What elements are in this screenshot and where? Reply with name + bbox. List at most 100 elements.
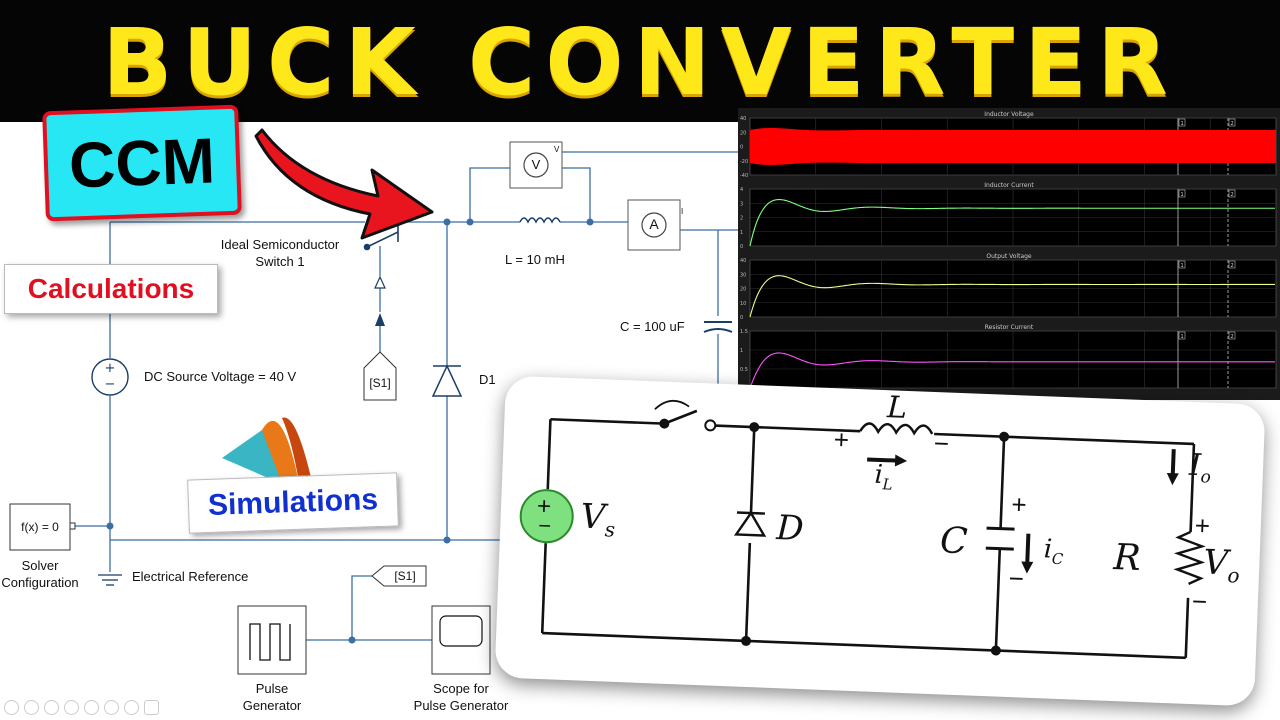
gate-arrow-icon [374,275,386,289]
scope-tick-label: 1 [740,348,743,354]
vo-label: Vo [1203,542,1241,587]
voltmeter-icon [523,152,549,178]
scope-tick-label: 40 [740,258,746,264]
pulse-generator-block[interactable] [237,605,307,675]
scope-screen-icon [439,615,483,647]
inductor-plus: + [833,424,850,455]
scope-tick-label: 3 [740,201,743,207]
reference-label: Electrical Reference [132,569,249,584]
ammeter-port: I [681,207,684,216]
title-banner [0,0,1280,122]
pulse-wave-icon [249,623,291,661]
ccm-badge: CCM [42,104,242,222]
vs-symbol: V [579,496,607,538]
solver-label-line2: Configuration [1,575,79,590]
scope-tick-label: -40 [740,173,748,179]
scope-label-line1: Scope for [433,681,489,696]
scope-cursor-label: 1 [1181,192,1184,198]
scope-tick-label: 0 [740,145,743,151]
scope-cursor-label: 2 [1231,334,1234,340]
switch-label-line2: Switch 1 [255,254,305,269]
scope-tick-label: 4 [740,187,743,193]
voltmeter-symbol: V [531,157,541,172]
ammeter-symbol: A [649,216,659,232]
scope-cursor-label: 1 [1181,334,1184,340]
scope-tick-label: 20 [740,130,746,136]
scope-plot-title: Inductor Current [984,182,1034,189]
switch-label: Ideal Semiconductor Switch 1 [210,236,350,270]
switch-symbol[interactable] [363,222,399,251]
pointer-icon[interactable] [124,700,139,715]
scope-cursor-label: 2 [1231,192,1234,198]
ammeter-icon [641,212,667,238]
svg-text:+: + [105,361,116,376]
ammeter-block[interactable] [627,199,681,251]
diode-label: D1 [479,372,496,387]
diode-symbol[interactable] [431,364,463,397]
scope-waveform [749,352,1275,389]
ic-label: iC [1043,534,1064,568]
scope-cursor-label: 1 [1181,263,1184,269]
io-label: Io [1188,448,1212,488]
vo-subscript: o [1227,563,1241,588]
zoom-icon[interactable] [84,700,99,715]
scope-waveform [749,275,1275,318]
presentation-toolbar [0,700,180,718]
solver-block[interactable] [9,503,71,551]
inductor-l-label: L [886,390,908,426]
inductor-symbol[interactable] [519,217,561,224]
matlab-logo-icon [222,417,312,488]
scope-tick-label: 40 [740,116,746,122]
buck-circuit-card: + − Vs D L + − iL C + − iC R Io + Vo − [494,375,1266,707]
ground-icon [98,574,122,586]
goto-block[interactable] [371,565,427,587]
scope-tick-label: 0.5 [740,367,748,373]
goto-tag: [S1] [394,569,416,583]
capacitor-symbol[interactable] [703,321,733,333]
vo-plus: + [1194,510,1211,541]
from-tag: [S1] [369,376,391,390]
vs-minus: − [537,512,552,539]
pen-icon[interactable] [44,700,59,715]
subtitles-icon[interactable] [104,700,119,715]
prev-slide-icon[interactable] [4,700,19,715]
from-block[interactable] [363,351,397,401]
il-subscript: L [882,475,893,494]
scope-tick-label: -20 [740,159,748,165]
scope-plot-title: Inductor Voltage [984,111,1034,118]
inductor-label: L = 10 mH [505,252,565,267]
camera-icon[interactable] [144,700,159,715]
solver-label-line1: Solver [21,558,59,573]
scope-label: Scope for Pulse Generator [406,680,516,714]
buck-circuit-diagram [519,400,1206,660]
dc-source-symbol[interactable] [91,358,129,396]
vs-source-icon [519,489,574,544]
scope-tick-label: 1 [740,230,743,236]
simulations-badge: Simulations [187,472,399,534]
pulse-label: Pulse Generator [232,680,312,714]
pulse-label-line1: Pulse [255,681,289,696]
red-arrow-icon [254,128,434,240]
main-title: BUCK CONVERTER [102,9,1178,116]
scope-plot-title: Resistor Current [985,324,1034,331]
diode-d-label: D [775,508,805,550]
scope-tick-label: 20 [740,287,746,293]
vo-symbol: V [1202,542,1229,584]
slides-icon[interactable] [64,700,79,715]
scope-label-line2: Pulse Generator [413,698,509,713]
vs-label: Vs [580,497,616,542]
voltmeter-block[interactable] [509,141,563,189]
il-label: iL [874,460,894,494]
scope-cursor-label: 2 [1231,121,1234,127]
pulse-label-line2: Generator [242,698,302,713]
capacitor-label: C = 100 uF [620,319,685,334]
capacitor-minus: − [1008,562,1025,594]
ic-subscript: C [1051,549,1064,569]
next-slide-icon[interactable] [24,700,39,715]
gate-arrow-filled-icon [375,313,385,326]
io-subscript: o [1200,467,1212,488]
scope-tick-label: 0 [740,244,743,250]
